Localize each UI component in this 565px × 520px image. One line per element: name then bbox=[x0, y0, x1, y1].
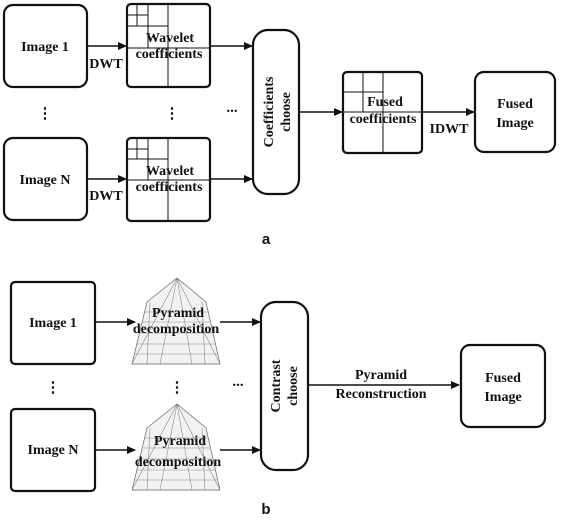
dots-b-horizontal: ... bbox=[232, 374, 244, 390]
label-a-idwt: IDWT bbox=[430, 122, 470, 137]
label-a-image-n: Image N bbox=[20, 173, 71, 188]
label-b-pyramid-n-l2: decomposition bbox=[135, 455, 222, 470]
pyramid-icon: Pyramid decomposition bbox=[131, 403, 222, 491]
diagram-b: Image 1 Image N ⋮ ⋮ ... Pyramid decompos… bbox=[9, 277, 547, 518]
caption-b: b bbox=[261, 501, 270, 518]
pyramid-icon: Pyramid decomposition bbox=[131, 277, 221, 365]
dots-a-horizontal: ... bbox=[226, 100, 238, 116]
label-a-dwt-n: DWT bbox=[89, 189, 123, 204]
label-b-pyramid-1-l2: decomposition bbox=[133, 322, 220, 337]
node-b-contrast-choose: Contrast choose bbox=[259, 300, 310, 472]
label-b-image-n: Image N bbox=[28, 443, 79, 458]
label-b-pyramid-1-l1: Pyramid bbox=[152, 306, 204, 321]
node-a-fused-coefficients: Fused coefficients bbox=[341, 70, 424, 155]
node-a-coefficients-choose: Coefficients choose bbox=[251, 28, 301, 196]
dots-b-left: ⋮ bbox=[46, 380, 61, 396]
dots-a-mid: ⋮ bbox=[165, 106, 180, 122]
label-b-fused-image-l2: Image bbox=[484, 390, 521, 405]
label-a-fused-coeff-l1: Fused bbox=[367, 95, 403, 110]
node-b-image-n: Image N bbox=[9, 407, 97, 493]
label-a-image-1: Image 1 bbox=[21, 40, 69, 55]
label-a-wavelet-1-l1: Wavelet bbox=[146, 31, 195, 46]
dots-a-left: ⋮ bbox=[38, 106, 53, 122]
label-a-dwt-1: DWT bbox=[89, 57, 123, 72]
node-b-image-1: Image 1 bbox=[9, 280, 97, 366]
dots-b-mid: ⋮ bbox=[170, 380, 185, 396]
label-b-choose-l1: Contrast bbox=[269, 359, 284, 412]
label-b-choose-l2: choose bbox=[286, 366, 301, 406]
label-b-pyramid-n-l1: Pyramid bbox=[154, 434, 206, 449]
label-a-fused-image-l2: Image bbox=[496, 116, 533, 131]
node-a-image-1: Image 1 bbox=[2, 3, 89, 89]
label-a-wavelet-1-l2: coefficients bbox=[136, 47, 203, 62]
label-b-image-1: Image 1 bbox=[29, 316, 77, 331]
label-a-wavelet-n-l1: Wavelet bbox=[146, 164, 195, 179]
node-a-image-n: Image N bbox=[2, 136, 89, 222]
diagram-a: Image 1 Image N ⋮ ⋮ ... DWT DWT Wavelet … bbox=[2, 2, 557, 248]
node-a-wavelet-1: Wavelet coefficients bbox=[125, 2, 212, 89]
caption-a: a bbox=[262, 231, 271, 248]
label-a-fused-coeff-l2: coefficients bbox=[350, 112, 417, 127]
node-a-fused-image: Fused Image bbox=[473, 70, 557, 154]
node-b-fused-image: Fused Image bbox=[459, 343, 547, 429]
node-a-wavelet-n: Wavelet coefficients bbox=[125, 136, 212, 223]
label-b-reconstruction-l1: Pyramid bbox=[355, 368, 407, 383]
label-a-choose-l1: Coefficients bbox=[262, 76, 277, 147]
label-a-fused-image-l1: Fused bbox=[497, 97, 533, 112]
label-b-fused-image-l1: Fused bbox=[485, 371, 521, 386]
label-a-wavelet-n-l2: coefficients bbox=[136, 180, 203, 195]
label-a-choose-l2: choose bbox=[279, 92, 294, 132]
label-b-reconstruction-l2: Reconstruction bbox=[336, 387, 427, 402]
